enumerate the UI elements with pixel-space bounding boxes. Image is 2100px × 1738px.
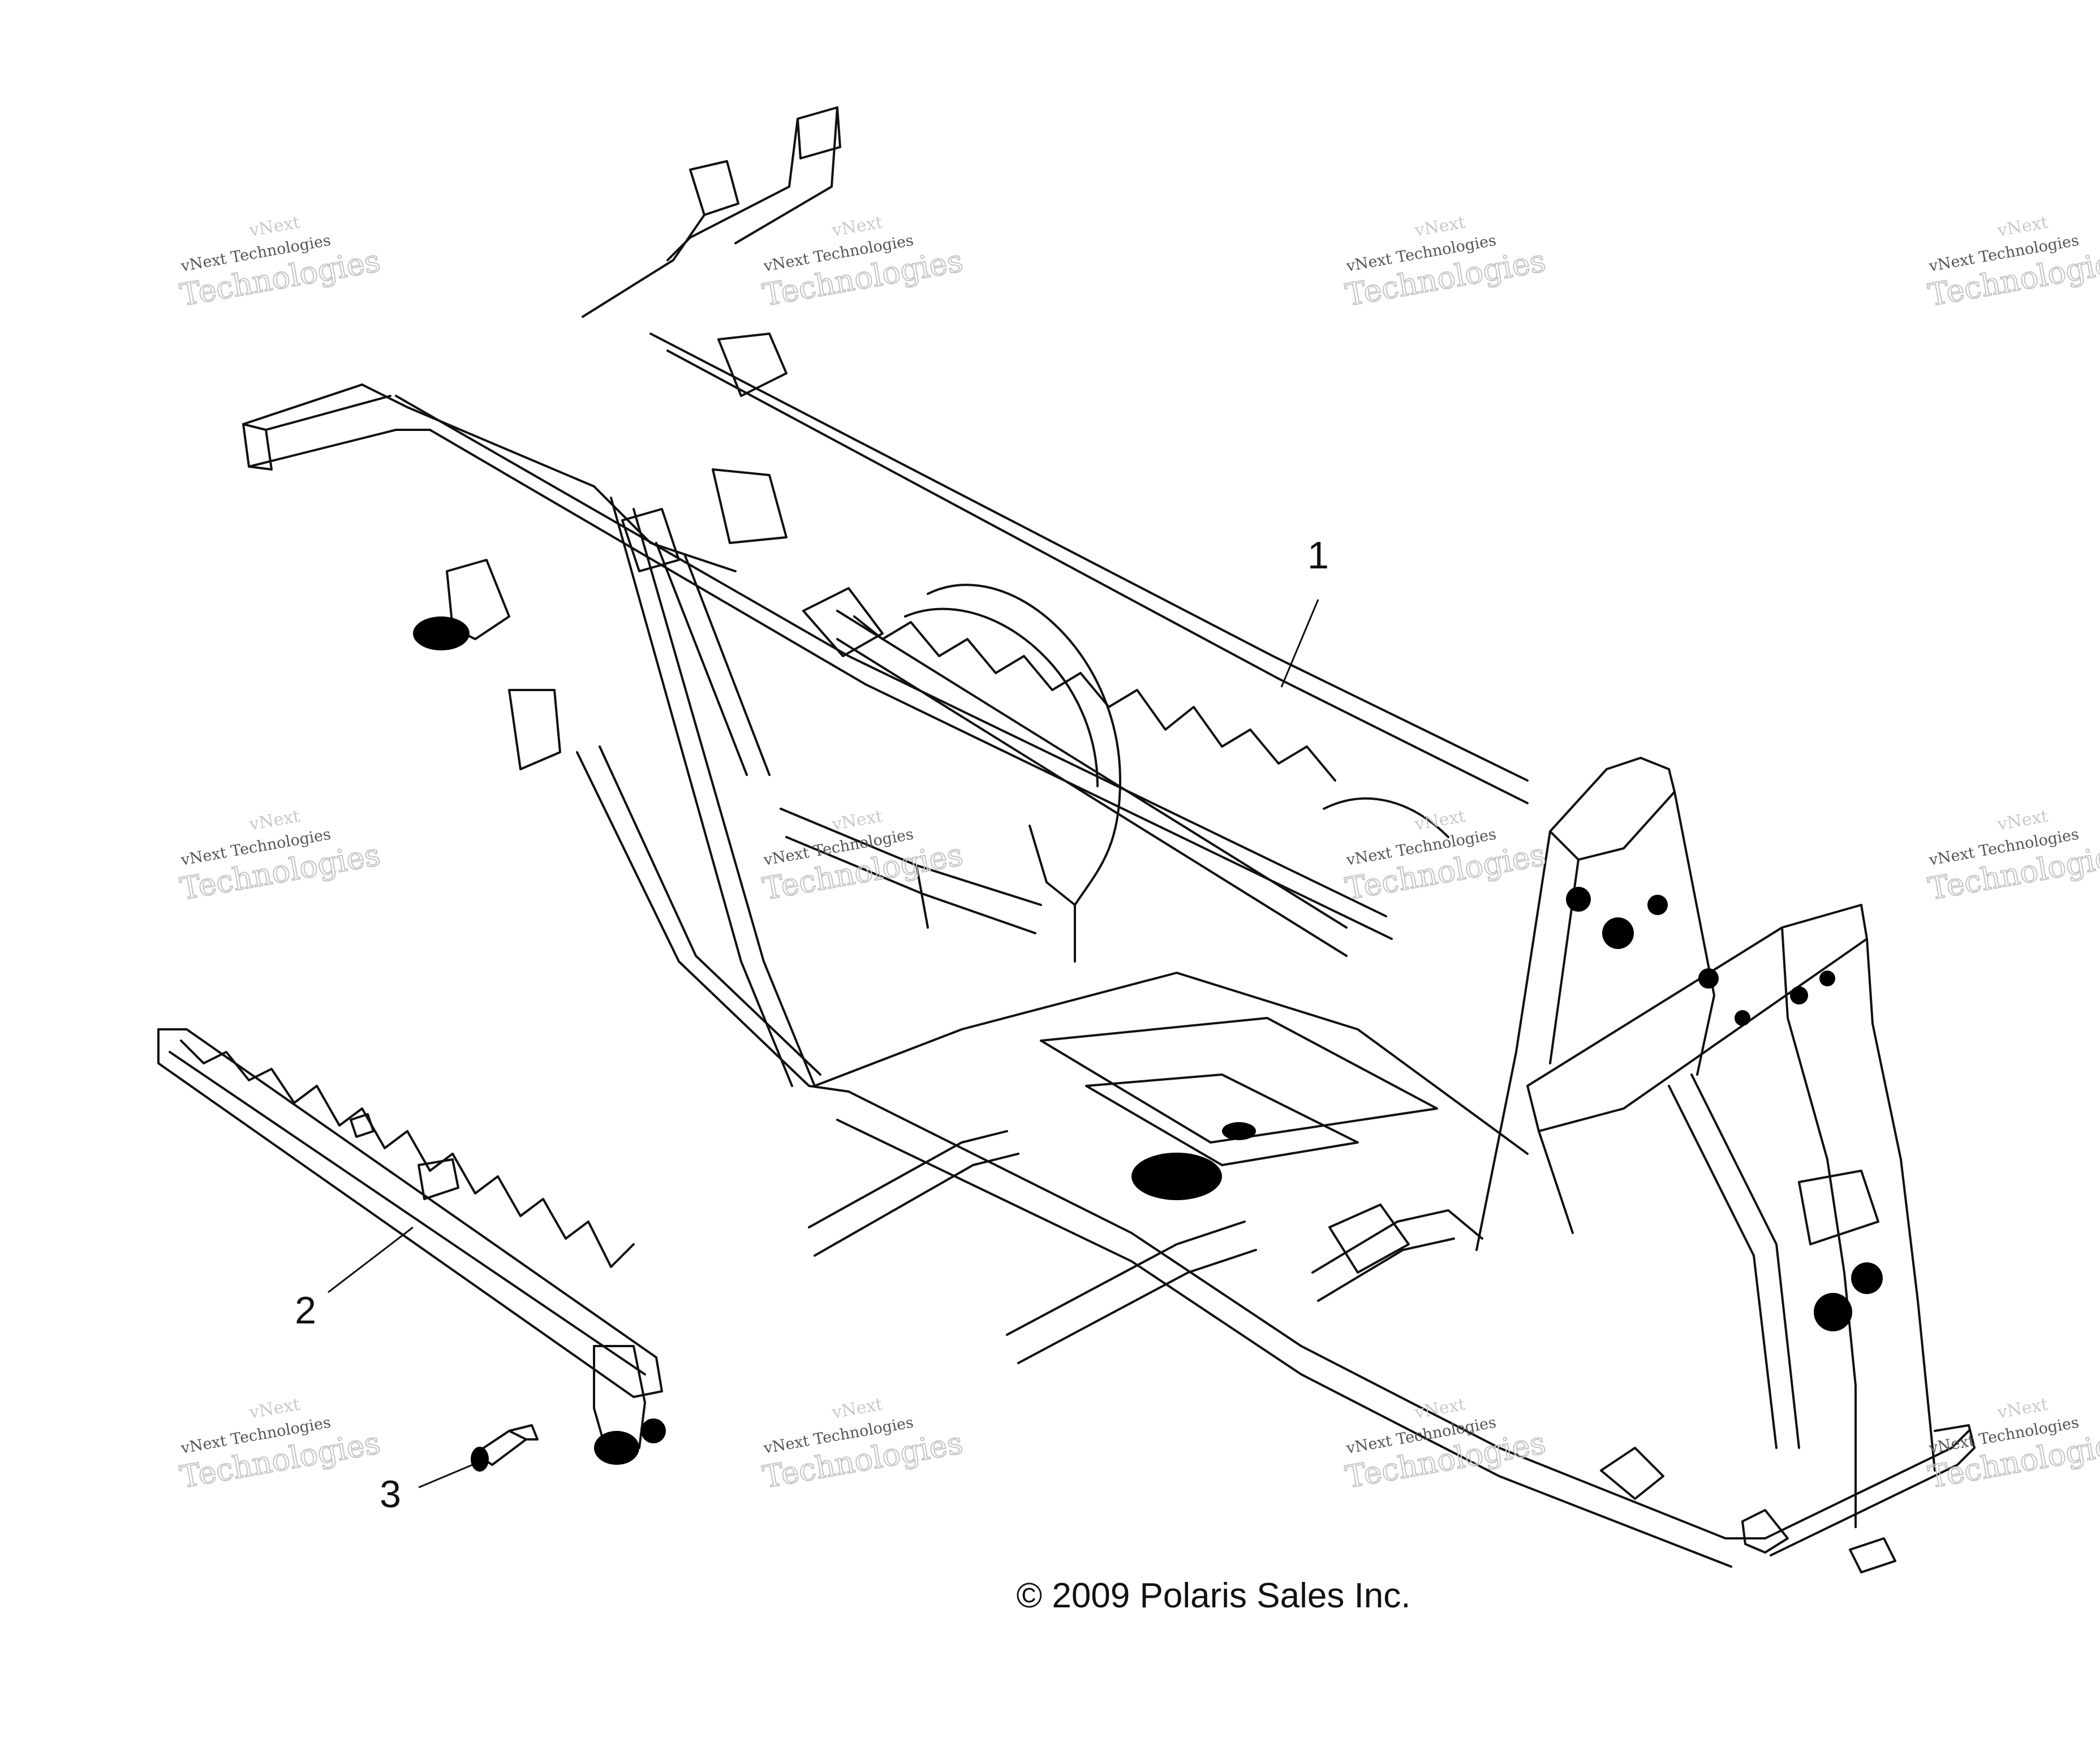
watermark: vNext vNext Technologies Technologies xyxy=(177,213,384,314)
watermark: vNext vNext Technologies Technologies xyxy=(177,807,384,908)
watermark: vNext vNext Technologies Technologies xyxy=(1925,1395,2100,1496)
copyright-text: © 2009 Polaris Sales Inc. xyxy=(1016,1576,1410,1615)
side-rail-drawing xyxy=(157,1028,666,1465)
watermark-line1: vNext xyxy=(247,1395,302,1423)
leader-line-3 xyxy=(418,1464,473,1489)
watermark-line1: vNext xyxy=(1413,213,1467,241)
watermark: vNext vNext Technologies Technologies xyxy=(760,1395,966,1496)
watermark: vNext vNext Technologies Technologies xyxy=(1342,213,1549,314)
callout-1: 1 xyxy=(1307,534,1329,577)
watermark: vNext vNext Technologies Technologies xyxy=(760,213,966,314)
watermark-line1: vNext xyxy=(1413,807,1467,835)
watermark-line1: vNext xyxy=(1995,1395,2050,1423)
watermark: vNext vNext Technologies Technologies xyxy=(1925,213,2100,314)
leader-lines xyxy=(328,599,1319,1489)
callout-2: 2 xyxy=(295,1289,316,1332)
watermark-line1: vNext xyxy=(247,213,302,241)
callout-3: 3 xyxy=(380,1473,401,1516)
watermark-line1: vNext xyxy=(1995,213,2050,241)
main-frame-drawing xyxy=(242,106,1976,1573)
bolt-drawing xyxy=(471,1424,539,1472)
watermark: vNext vNext Technologies Technologies xyxy=(1925,807,2100,908)
watermark: vNext vNext Technologies Technologies xyxy=(1342,1395,1549,1496)
watermark: vNext vNext Technologies Technologies xyxy=(1342,807,1549,908)
leader-line-1 xyxy=(1280,599,1319,688)
watermark-line1: vNext xyxy=(830,1395,884,1423)
watermark-line1: vNext xyxy=(247,807,302,835)
watermark-line1: vNext xyxy=(830,213,884,241)
watermark-line1: vNext xyxy=(830,807,884,835)
watermark: vNext vNext Technologies Technologies xyxy=(177,1395,384,1496)
watermark-line1: vNext xyxy=(1995,807,2050,835)
watermark-line1: vNext xyxy=(1413,1395,1467,1423)
leader-line-2 xyxy=(328,1226,414,1293)
